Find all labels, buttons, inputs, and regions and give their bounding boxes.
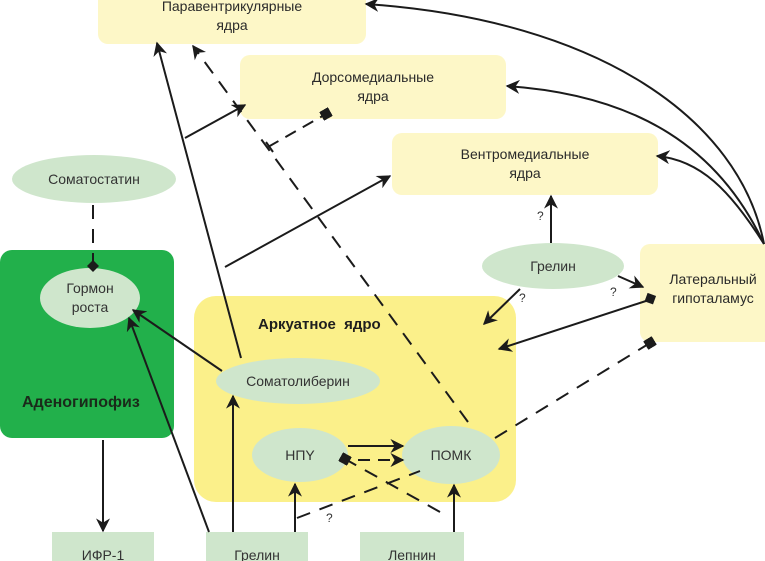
ghrelin-hypothalamic-label: Грелин [530,257,576,274]
npy-label: НПY [285,446,315,463]
edge-lh-to-vmh [655,150,765,245]
unknown-mark-ghrelin-to-lh: ? [610,285,617,299]
leptin-node: Лепнин [360,532,464,561]
growth-hormone-label: Гормон роста [66,280,114,315]
pomc-node: ПОМК [402,426,500,484]
ventromedial-label: Вентромедиальные ядра [460,146,590,181]
somatoliberin-label: Соматолиберин [246,372,350,389]
edge-lh-to-pvn [364,0,765,245]
unknown-mark-ghrelin-to-vmh: ? [537,209,544,223]
growth-hormone-node: Гормон роста [40,268,140,328]
edge-lh-to-arcuate [497,298,653,352]
igf1-label: ИФР-1 [81,547,125,561]
adenohypophysis-label: Аденогипофиз [22,394,140,411]
edge-pomc-inhibits-lh [494,336,657,439]
unknown-mark-ghrelin-to-arcuate: ? [519,291,526,305]
dorsomedial-nuclei-box: Дорсомедиальные ядра [240,55,506,119]
ventromedial-nuclei-box: Вентромедиальные ядра [392,133,658,195]
paraventricular-label: Паравентрикулярные ядра [161,0,303,33]
lateral-hypothalamus-box: Латеральный гипоталамус [640,244,765,342]
npy-node: НПY [252,428,348,482]
edge-branch-to-dmn [184,104,247,139]
arcuate-nucleus-label: Аркуатное ядро [258,316,381,333]
somatostatin-node: Соматостатин [12,155,176,203]
somatoliberin-node: Соматолиберин [216,358,380,404]
ghrelin-peripheral-label: Грелин [234,547,280,561]
ghrelin-peripheral-node: Грелин [206,532,308,561]
leptin-label: Лепнин [388,547,436,561]
edge-tee-dmn [265,141,274,153]
somatostatin-label: Соматостатин [48,170,140,187]
edge-branch-to-vmh [224,175,392,268]
pomc-label: ПОМК [430,446,472,463]
paraventricular-nuclei-box: Паравентрикулярные ядра [98,0,366,44]
unknown-mark-ghrelin-to-npy: ? [326,511,333,525]
ghrelin-hypothalamic-node: Грелин [482,243,624,289]
lateral-hypothalamus-label: Латеральный гипоталамус [669,271,757,306]
dorsomedial-label: Дорсомедиальные ядра [311,69,435,104]
igf1-node: ИФР-1 [52,532,154,561]
